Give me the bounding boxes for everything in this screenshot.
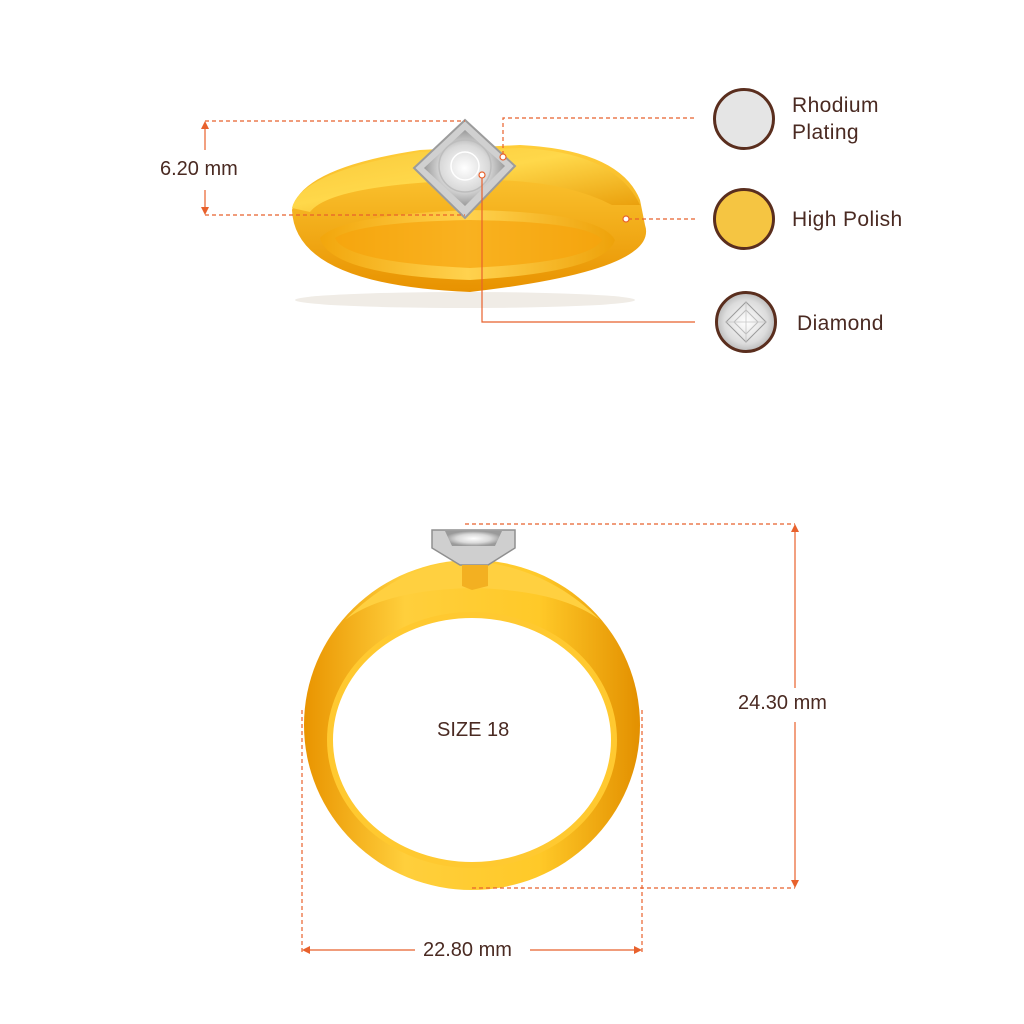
- ring-size-label: SIZE 18: [437, 719, 510, 741]
- rhodium-swatch: [713, 88, 775, 150]
- dimension-lines: [201, 117, 799, 955]
- diamond-swatch: [715, 291, 777, 353]
- ring-band-inner-dark: [335, 220, 602, 268]
- ring-front-view: [304, 529, 640, 890]
- ring-front-inner: [330, 615, 614, 865]
- top-height-label: 6.20 mm: [160, 158, 238, 180]
- diamond-front: [445, 531, 502, 546]
- ring-front-inner-edge: [327, 612, 617, 868]
- diamond-label-text: Diamond: [797, 312, 884, 335]
- ring-front-shoulder: [345, 560, 600, 620]
- high-polish-label: High Polish: [792, 206, 903, 233]
- diamond-icon: [725, 301, 767, 343]
- ring-shadow: [295, 292, 635, 308]
- high-polish-swatch: [713, 188, 775, 250]
- ring-height-label: 24.30 mm: [738, 692, 827, 714]
- ring-width-label: 22.80 mm: [423, 939, 512, 961]
- diamond-label: Diamond: [797, 310, 884, 337]
- ring-perspective-view: [292, 118, 647, 308]
- rhodium-label: Rhodium Plating: [792, 92, 879, 146]
- rhodium-label-line-2: Plating: [792, 121, 860, 144]
- rhodium-label-line-1: Rhodium: [792, 94, 879, 117]
- high-polish-label-text: High Polish: [792, 208, 903, 231]
- bezel-gold-wedge: [462, 565, 488, 590]
